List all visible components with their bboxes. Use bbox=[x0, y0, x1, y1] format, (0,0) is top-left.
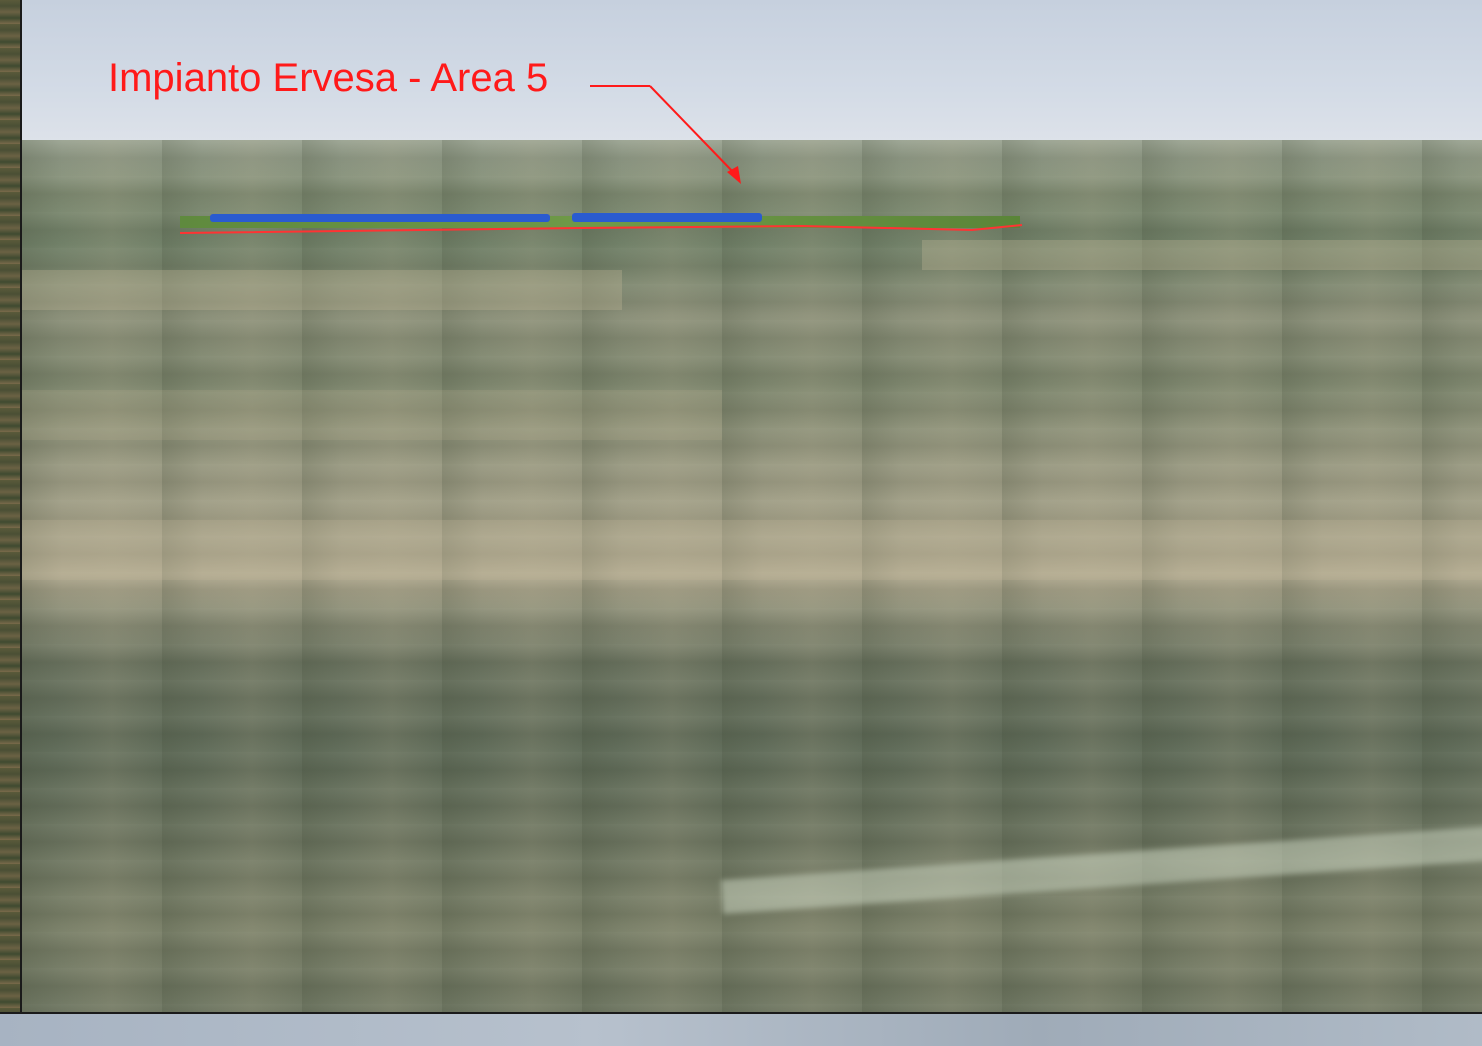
perspective-view bbox=[22, 0, 1482, 1012]
annotation-label: Impianto Ervesa - Area 5 bbox=[108, 56, 549, 100]
solar-panel-array bbox=[210, 214, 550, 222]
terrain bbox=[22, 140, 1482, 1012]
solar-panel-array bbox=[572, 213, 762, 222]
bottom-image-strip bbox=[0, 1012, 1482, 1046]
field-band bbox=[22, 390, 722, 440]
sky bbox=[22, 0, 1482, 150]
annotation-arrow bbox=[590, 85, 741, 184]
field-band bbox=[22, 270, 622, 310]
solar-plant-area bbox=[180, 212, 1020, 236]
field-band bbox=[922, 240, 1482, 270]
field-band bbox=[22, 520, 1482, 580]
left-map-strip bbox=[0, 0, 22, 1012]
site-boundary-line bbox=[179, 224, 1023, 234]
